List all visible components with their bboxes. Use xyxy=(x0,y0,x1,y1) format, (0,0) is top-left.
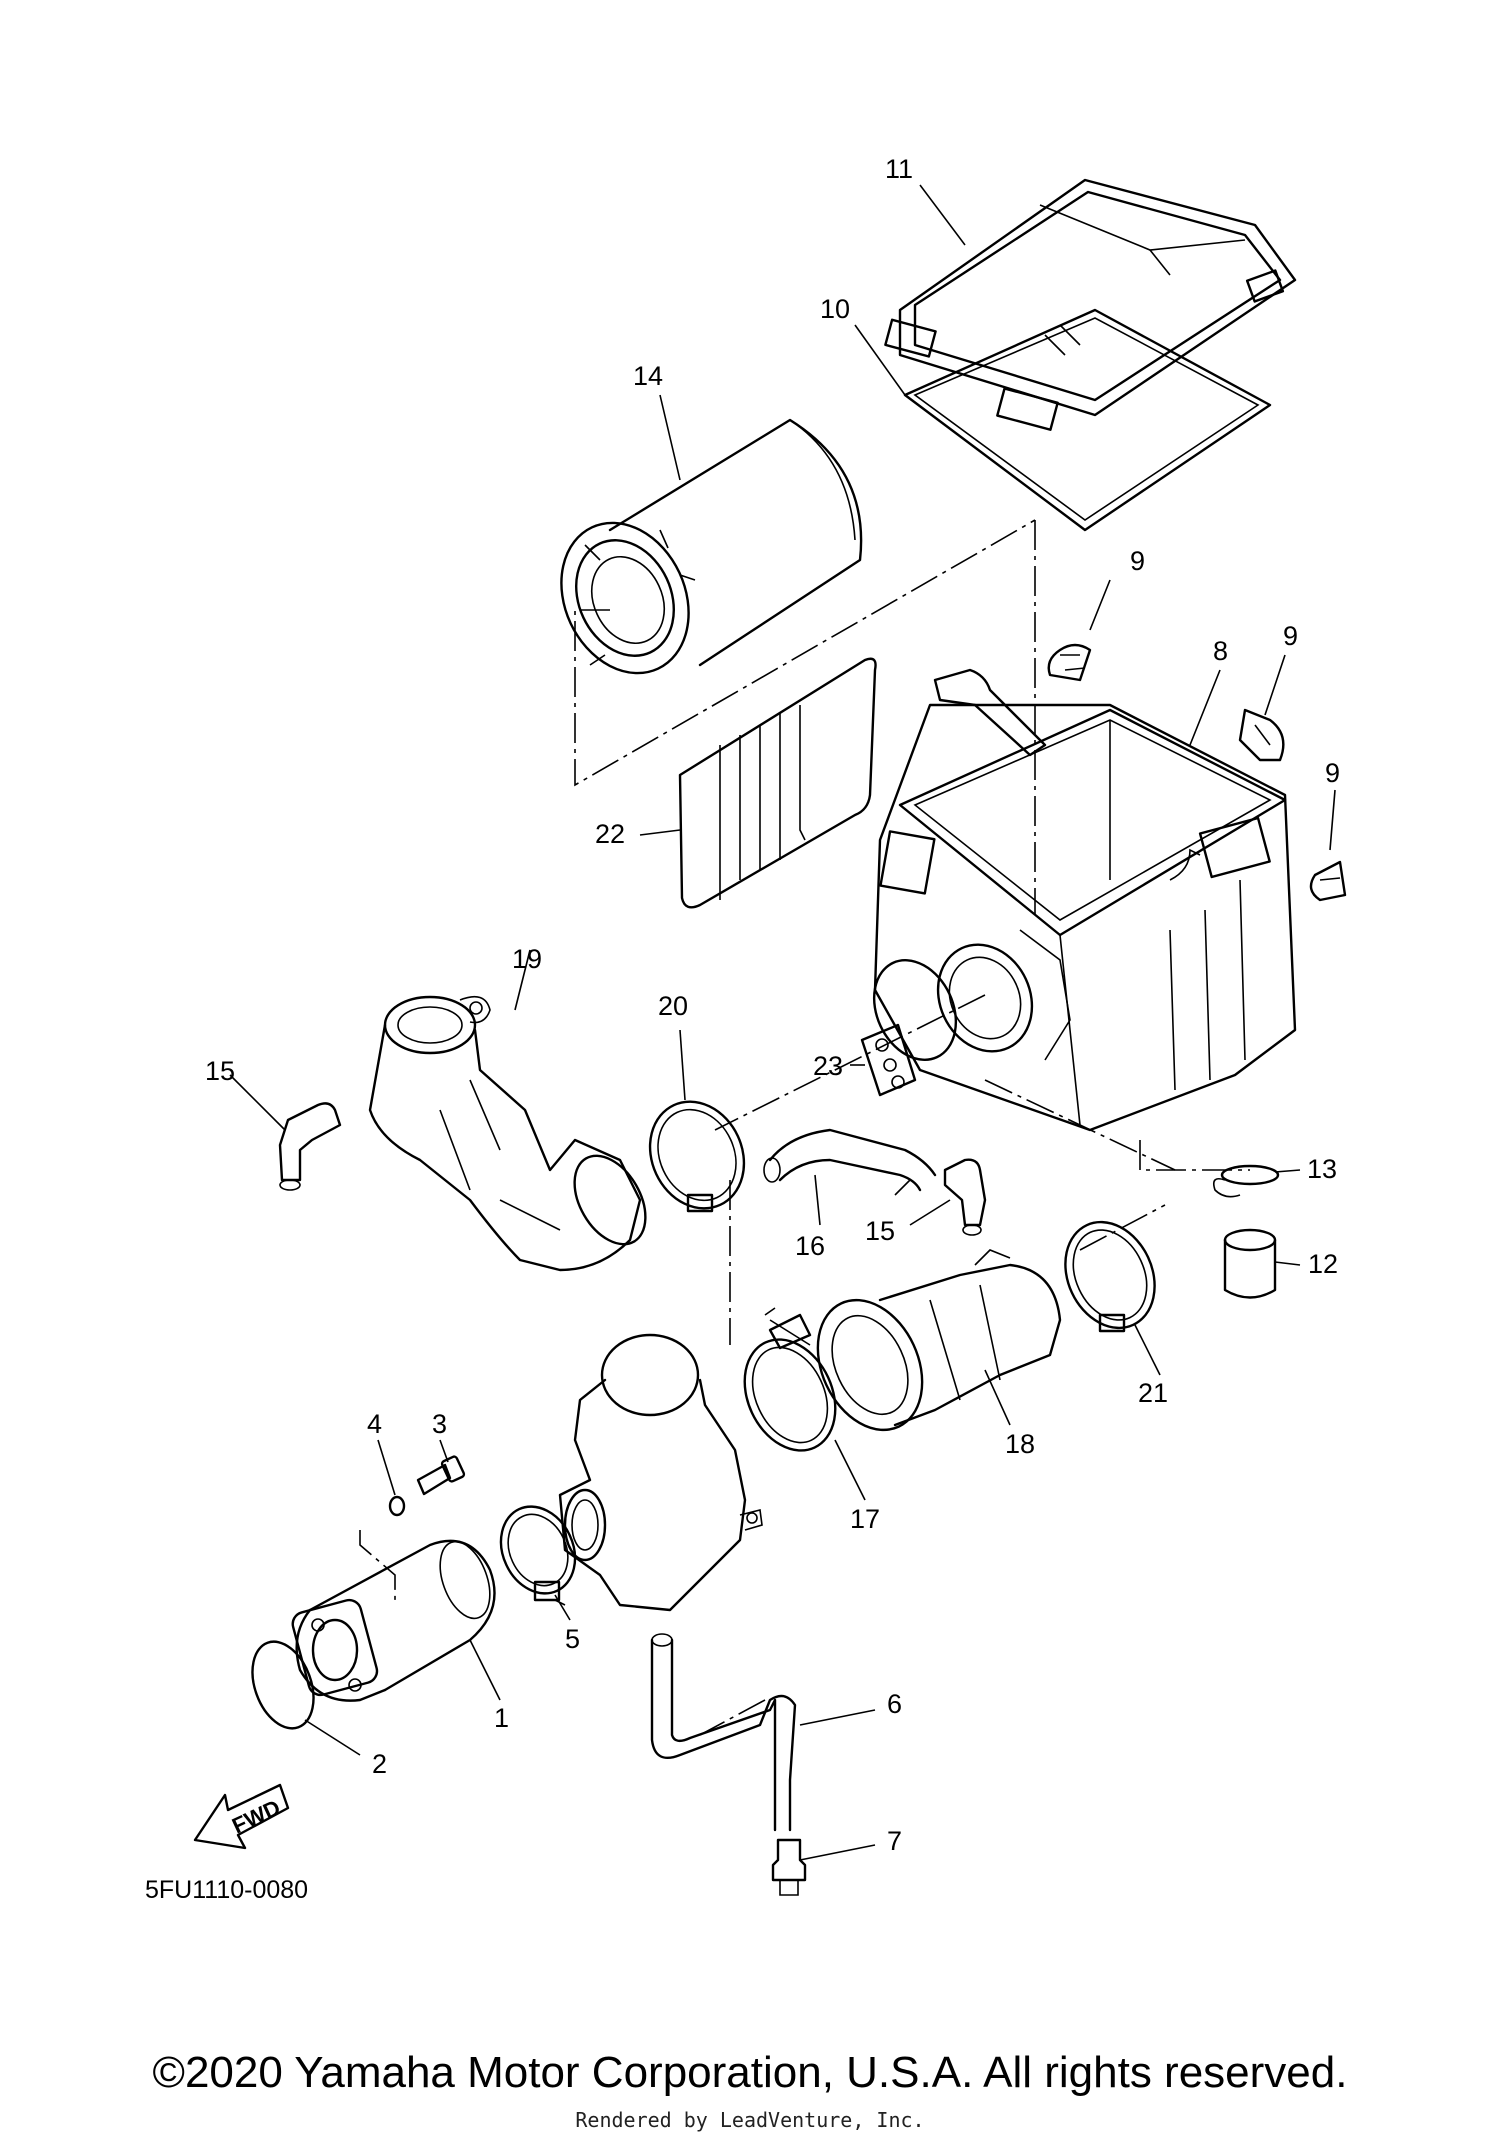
callout-5[interactable]: 5 xyxy=(565,1624,580,1654)
part-9b-clip[interactable] xyxy=(1238,708,1285,762)
callout-22[interactable]: 22 xyxy=(595,819,625,849)
part-9c-clip[interactable] xyxy=(1309,860,1347,902)
part-19-intake-duct[interactable] xyxy=(368,995,660,1272)
callout-15b[interactable]: 15 xyxy=(865,1216,895,1246)
callout-12[interactable]: 12 xyxy=(1308,1249,1338,1279)
carburetor xyxy=(558,1333,763,1612)
part-9a-clip[interactable] xyxy=(1047,643,1092,682)
part-23-clamp-plate[interactable] xyxy=(860,1023,917,1097)
callout-6[interactable]: 6 xyxy=(887,1689,902,1719)
callout-2[interactable]: 2 xyxy=(372,1749,387,1779)
part-3-bolt[interactable] xyxy=(416,1455,466,1496)
rendered-by-credit: Rendered by LeadVenture, Inc. xyxy=(575,2108,925,2132)
callout-9b[interactable]: 9 xyxy=(1283,621,1298,651)
part-7-plug[interactable] xyxy=(771,1838,807,1896)
part-13-clip[interactable] xyxy=(1212,1164,1280,1198)
part-22-filter-sheet[interactable] xyxy=(678,657,877,909)
callout-8[interactable]: 8 xyxy=(1213,636,1228,666)
callout-1[interactable]: 1 xyxy=(494,1703,509,1733)
callout-21[interactable]: 21 xyxy=(1138,1378,1168,1408)
callout-labels: 11 10 14 9 9 9 8 22 19 15 20 23 13 12 16… xyxy=(145,154,1340,1904)
copyright-notice: ©2020 Yamaha Motor Corporation, U.S.A. A… xyxy=(152,2048,1348,2097)
assembly-lines xyxy=(359,519,1250,1736)
part-10-gasket[interactable] xyxy=(903,308,1272,532)
fwd-label: FWD xyxy=(228,1795,284,1839)
callout-11[interactable]: 11 xyxy=(885,154,913,184)
callout-3[interactable]: 3 xyxy=(432,1409,447,1439)
part-17-clamp[interactable] xyxy=(727,1307,852,1465)
part-18-carburetor-joint[interactable] xyxy=(798,1249,1062,1447)
callout-14[interactable]: 14 xyxy=(633,361,663,391)
callout-16[interactable]: 16 xyxy=(795,1231,825,1261)
leader-lines xyxy=(229,184,1336,1861)
callout-23[interactable]: 23 xyxy=(813,1051,843,1081)
part-15b-joint[interactable] xyxy=(943,1158,987,1236)
callout-15a[interactable]: 15 xyxy=(205,1056,235,1086)
callout-20[interactable]: 20 xyxy=(658,991,688,1021)
part-16-hose[interactable] xyxy=(763,1128,937,1192)
part-1-intake-joint[interactable] xyxy=(290,1535,499,1702)
callout-9a[interactable]: 9 xyxy=(1130,546,1145,576)
part-2-o-ring[interactable] xyxy=(241,1633,324,1737)
fwd-arrow-icon: FWD xyxy=(193,1783,290,1850)
callout-4[interactable]: 4 xyxy=(367,1409,382,1439)
part-8-air-box-case[interactable] xyxy=(859,668,1297,1132)
callout-17[interactable]: 17 xyxy=(850,1504,880,1534)
callout-19[interactable]: 19 xyxy=(512,944,542,974)
part-20-clamp[interactable] xyxy=(633,1086,761,1224)
part-12-drain-plug[interactable] xyxy=(1223,1228,1277,1299)
callout-18[interactable]: 18 xyxy=(1005,1429,1035,1459)
part-6-hose[interactable] xyxy=(650,1633,797,1832)
part-11-air-box-cap[interactable] xyxy=(884,178,1297,431)
part-4-washer[interactable] xyxy=(388,1495,406,1517)
part-15a-joint[interactable] xyxy=(278,1102,342,1191)
drawing-code: 5FU1110-0080 xyxy=(145,1876,308,1904)
callout-7[interactable]: 7 xyxy=(887,1826,902,1856)
part-21-clamp[interactable] xyxy=(1049,1207,1172,1342)
callout-13[interactable]: 13 xyxy=(1307,1154,1337,1184)
callout-9c[interactable]: 9 xyxy=(1325,758,1340,788)
callout-10[interactable]: 10 xyxy=(820,294,850,324)
part-14-air-filter-element[interactable] xyxy=(538,418,863,694)
